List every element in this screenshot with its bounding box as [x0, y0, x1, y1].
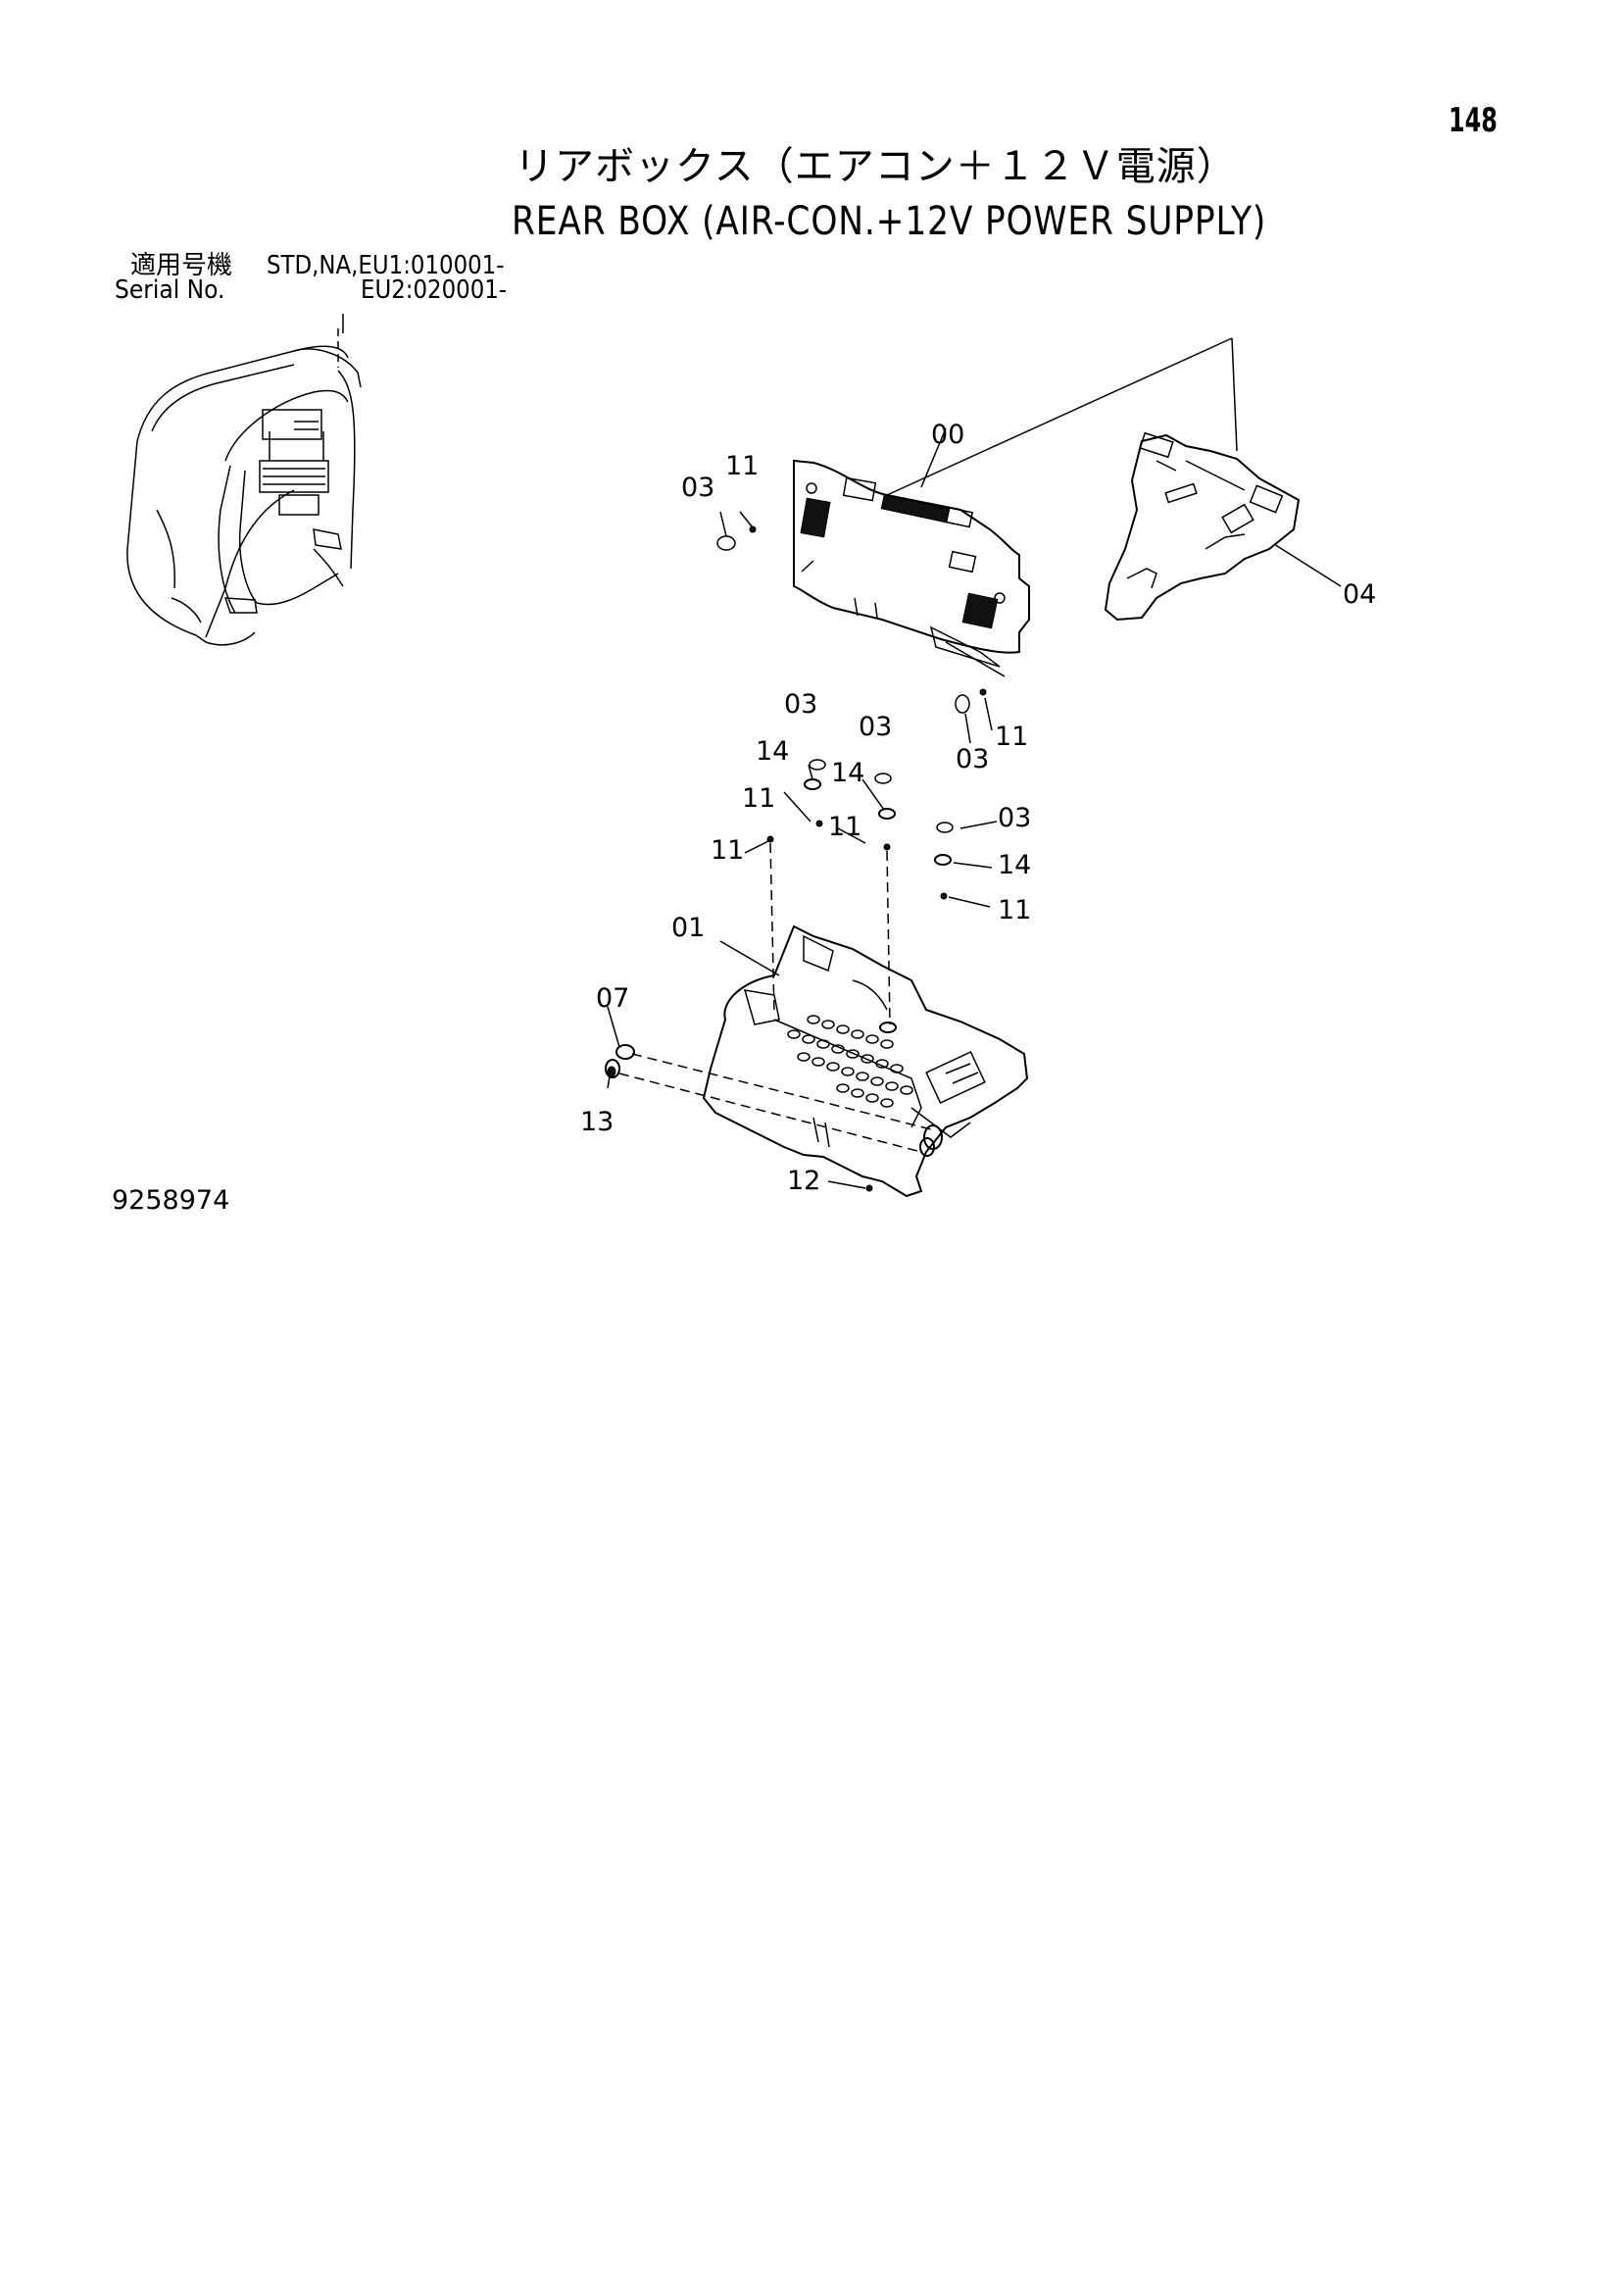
callout-11-lower-right: 11 [995, 722, 1028, 752]
callout-12: 12 [787, 1166, 820, 1196]
assembly-lines [607, 337, 1342, 1189]
callout-03-right-column: 03 [998, 803, 1031, 833]
page-number: 148 [1449, 101, 1498, 140]
callout-14-left: 14 [756, 736, 789, 767]
cab-locator-sketch [126, 314, 362, 646]
callout-13: 13 [580, 1107, 614, 1137]
title-english: REAR BOX (AIR-CON.+12V POWER SUPPLY) [512, 199, 1267, 244]
serial-range-line2: EU2:020001- [361, 275, 508, 305]
callout-03-mid-column: 03 [859, 712, 892, 742]
title-japanese: リアボックス（エアコン＋１２Ｖ電源） [515, 144, 1237, 189]
callout-11-right: 11 [998, 895, 1031, 925]
part-00-upper-panel [793, 459, 1030, 677]
drawing-number: 9258974 [112, 1185, 230, 1216]
callout-01: 01 [671, 913, 705, 943]
serial-label-japanese: 適用号機 [130, 251, 233, 280]
callout-00: 00 [931, 420, 964, 450]
callout-11-mid: 11 [828, 812, 861, 842]
serial-range-line1: STD,NA,EU1:010001- [267, 251, 505, 280]
callout-labels: 00 01 03 03 03 03 03 04 07 11 11 11 11 1… [580, 420, 1376, 1196]
callout-11-left-low: 11 [711, 835, 744, 866]
callout-04: 04 [1343, 579, 1376, 610]
part-01-lower-box [702, 924, 1029, 1198]
fasteners-07-13 [605, 1044, 932, 1153]
callout-14-mid: 14 [831, 758, 864, 788]
part-04-bracket [1104, 431, 1301, 622]
serial-label-english: Serial No. [115, 275, 225, 305]
vent-holes [787, 1015, 913, 1108]
callout-03-lower-right: 03 [956, 744, 989, 774]
callout-11-upper-left: 11 [725, 451, 759, 481]
callout-03-upper-left: 03 [681, 473, 714, 503]
callout-07: 07 [596, 983, 629, 1014]
callout-03-left-column: 03 [784, 689, 817, 720]
callout-11-left-high: 11 [742, 783, 775, 814]
callout-14-right: 14 [998, 850, 1031, 880]
